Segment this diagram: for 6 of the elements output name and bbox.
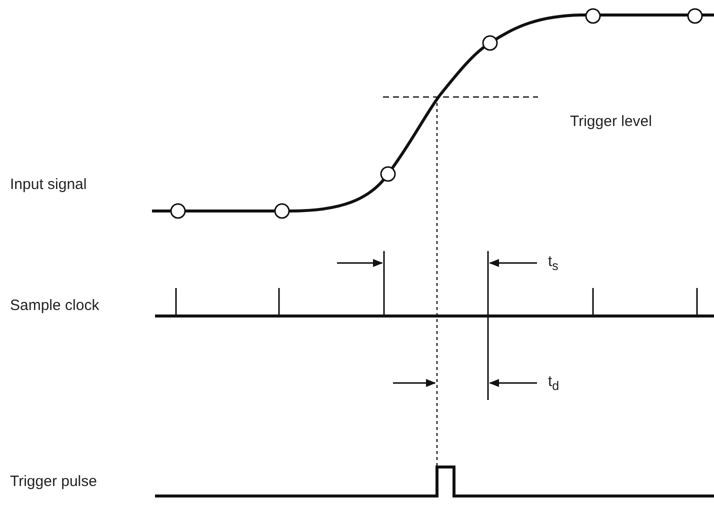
level-label: Trigger level [570,113,653,131]
interval-label: t$_{d}$ [548,373,560,395]
interval-label: t$_{s}$ [548,253,560,275]
signal-label: Sample clock [10,297,100,315]
signal-label: Trigger pulse [10,473,98,491]
signal-label: Input signal [10,176,88,194]
